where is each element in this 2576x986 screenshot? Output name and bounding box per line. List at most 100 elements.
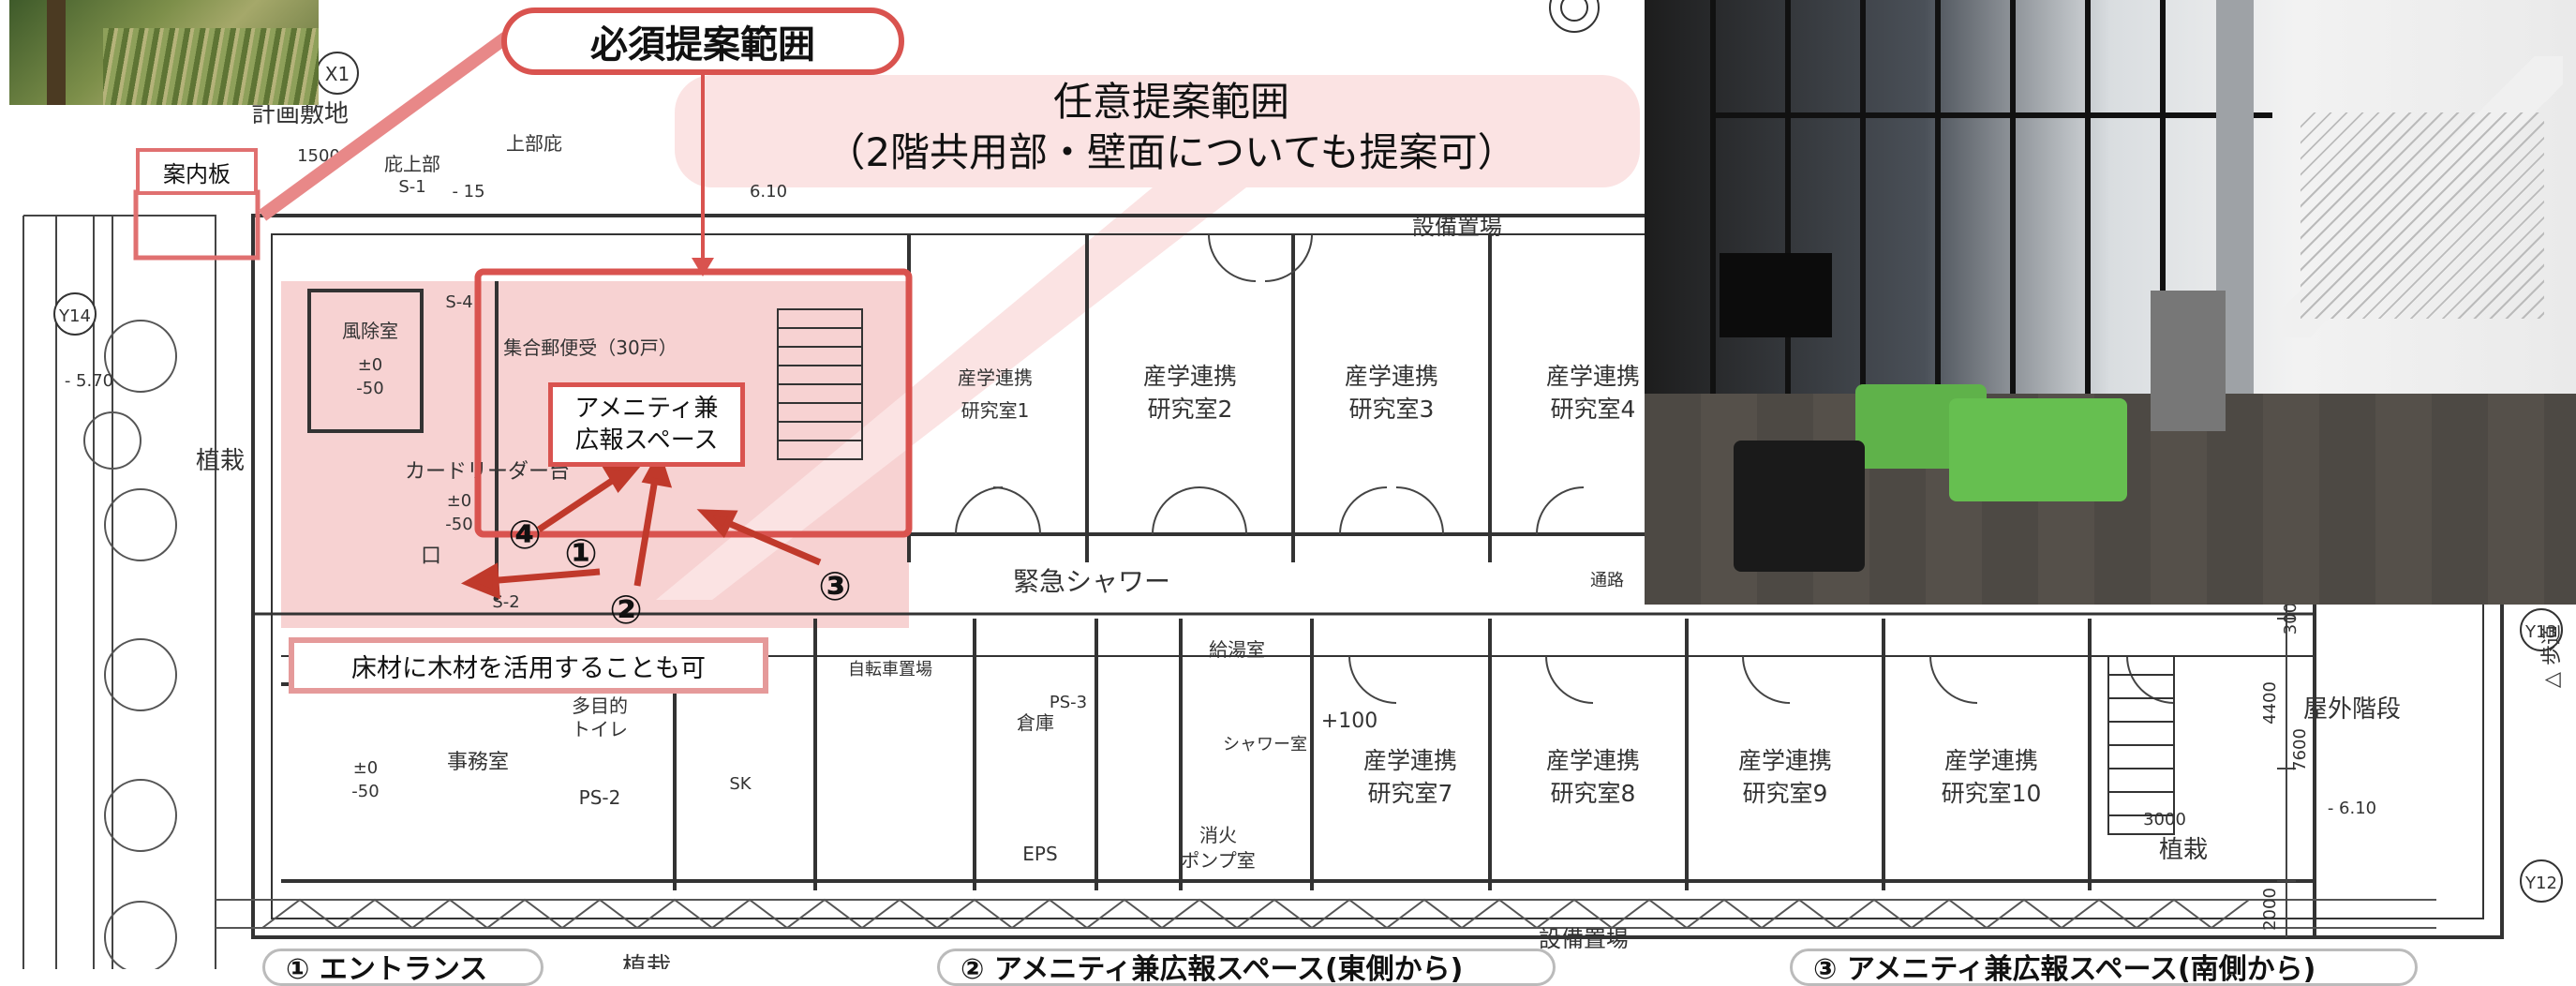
- lab8-b: 研究室8: [1551, 780, 1636, 807]
- lab4-a: 産学連携: [1546, 363, 1640, 390]
- tag-plus100: +100: [1321, 710, 1377, 733]
- tag-zero2-a: ±0: [447, 491, 472, 511]
- amenity-label: アメニティ兼 広報スペース: [548, 382, 745, 467]
- corridor-label: 通路: [1590, 571, 1624, 590]
- tag-s4: S-4: [445, 292, 472, 312]
- lab9-a: 産学連携: [1738, 747, 1832, 774]
- dim-610b: - 6.10: [2328, 799, 2376, 818]
- storage-label: 倉庫: [1017, 711, 1054, 734]
- dimension-lines: [2277, 581, 2296, 937]
- connector-mandatory-head: [692, 258, 714, 276]
- plant-photo: [9, 0, 319, 105]
- toilet-a: 多目的: [572, 695, 628, 717]
- dim-610a: 6.10: [750, 182, 787, 202]
- amenity-line2: 広報スペース: [574, 426, 719, 455]
- eps-label: EPS: [1022, 843, 1057, 865]
- reader-label: カードリーダー台: [405, 460, 570, 484]
- dim-2000: 2000: [2260, 888, 2280, 931]
- tag-zero1-b: -50: [356, 379, 383, 398]
- grid-y14: Y14: [58, 306, 91, 326]
- tag-zero1-a: ±0: [358, 355, 383, 375]
- upper-b: 上部庇: [506, 132, 562, 155]
- lab1-b: 研究室1: [961, 399, 1030, 422]
- connector-notice: [258, 32, 511, 221]
- dim-4400: 4400: [2260, 681, 2280, 725]
- equipment-top: 設備置場: [1412, 214, 1502, 240]
- dim-3000: 3000: [2143, 810, 2186, 829]
- interior-photo: [1645, 0, 2576, 605]
- lab8-a: 産学連携: [1546, 747, 1640, 774]
- mandatory-range-text: 必須提案範囲: [590, 23, 815, 67]
- stair-internal: [777, 308, 863, 460]
- pump-b: ポンプ室: [1181, 849, 1255, 872]
- notice-board-label: 案内板: [136, 148, 258, 195]
- tag-zero3-b: -50: [351, 782, 379, 801]
- bike-label: 自転車置場: [848, 660, 932, 680]
- mandatory-zone-outline: [474, 268, 913, 538]
- site-label: 計画敷地: [251, 100, 349, 128]
- equipment-bottom: 設備置場: [1539, 926, 1629, 952]
- left-site-boundary: [22, 215, 216, 969]
- lab2-b: 研究室2: [1148, 396, 1233, 423]
- dim-570: - 5.70: [65, 371, 113, 391]
- notice-board-text: 案内板: [163, 160, 231, 187]
- dim-300: 300: [2281, 603, 2301, 635]
- planting-right: 植栽: [2159, 836, 2208, 864]
- tag-sk: SK: [729, 774, 752, 794]
- optional-zone-wedge: [656, 187, 1246, 600]
- caption-entrance: ① エントランス: [262, 949, 543, 986]
- lab3-b: 研究室3: [1349, 396, 1435, 423]
- lab10-b: 研究室10: [1942, 780, 2042, 807]
- lab2-a: 産学連携: [1143, 363, 1237, 390]
- stair-outer: [2107, 655, 2175, 835]
- marker-2: ②: [609, 586, 643, 633]
- office-label: 事務室: [447, 751, 509, 774]
- optional-range-label: 任意提案範囲 （2階共用部・壁面についても提案可）: [712, 77, 1630, 178]
- dim-15: - 15: [452, 182, 484, 202]
- toilet-b: トイレ: [572, 718, 628, 740]
- optional-zone-band: [675, 75, 1640, 187]
- amenity-line1: アメニティ兼: [574, 395, 719, 423]
- pump-a: 消火: [1199, 824, 1237, 846]
- outer-stairs-label: 屋外階段: [2303, 695, 2401, 724]
- kitchen-label: 給湯室: [1209, 638, 1265, 661]
- grid-y13: Y13: [2524, 622, 2557, 642]
- planting-left: 植栽: [196, 447, 245, 475]
- right-edge-text: △ 歩道: [2540, 624, 2564, 688]
- grid-y12: Y12: [2524, 874, 2557, 893]
- shower-label: 緊急シャワー: [1013, 566, 1170, 597]
- dim-7600: 7600: [2290, 728, 2310, 771]
- lab3-a: 産学連携: [1345, 363, 1438, 390]
- caption-amenity-south: ③ アメニティ兼広報スペース(南側から): [1790, 949, 2418, 986]
- planting-bottom: 植栽: [622, 953, 671, 969]
- mailbox-label: 集合郵便受（30戸）: [503, 336, 677, 359]
- tag-ps3: PS-3: [1050, 693, 1087, 712]
- door-swings: [955, 233, 2175, 704]
- lab9-b: 研究室9: [1743, 780, 1828, 807]
- windbreak-label: 風除室: [342, 320, 398, 342]
- marker-1: ①: [564, 530, 598, 576]
- lab7-a: 産学連携: [1363, 747, 1457, 774]
- upper-a: 庇上部: [384, 153, 440, 175]
- tag-s1: S-1: [398, 177, 425, 197]
- floor-note-label: 床材に木材を活用することも可: [289, 637, 768, 694]
- floor-note-text: 床材に木材を活用することも可: [351, 653, 706, 683]
- tag-zero3-a: ±0: [353, 758, 379, 778]
- caption-amenity-east: ② アメニティ兼広報スペース(東側から): [937, 949, 1556, 986]
- mouth-label: 口: [421, 545, 441, 568]
- optional-range-line1: 任意提案範囲: [1052, 79, 1289, 125]
- walkway-hatching: [216, 898, 2436, 930]
- notice-board-outline: [133, 189, 261, 261]
- mandatory-range-label: 必須提案範囲: [501, 7, 904, 75]
- grid-bubbles: [53, 0, 2563, 903]
- marker-4: ④: [508, 511, 542, 558]
- lab1-a: 産学連携: [958, 366, 1033, 389]
- tag-ps2: PS-2: [579, 786, 621, 809]
- lab4-b: 研究室4: [1551, 396, 1636, 423]
- grid-x1: X1: [325, 63, 350, 85]
- marker-3: ③: [818, 562, 852, 609]
- optional-range-line2: （2階共用部・壁面についても提案可）: [826, 129, 1517, 175]
- tag-zero2-b: -50: [445, 515, 472, 534]
- lab7-b: 研究室7: [1368, 780, 1453, 807]
